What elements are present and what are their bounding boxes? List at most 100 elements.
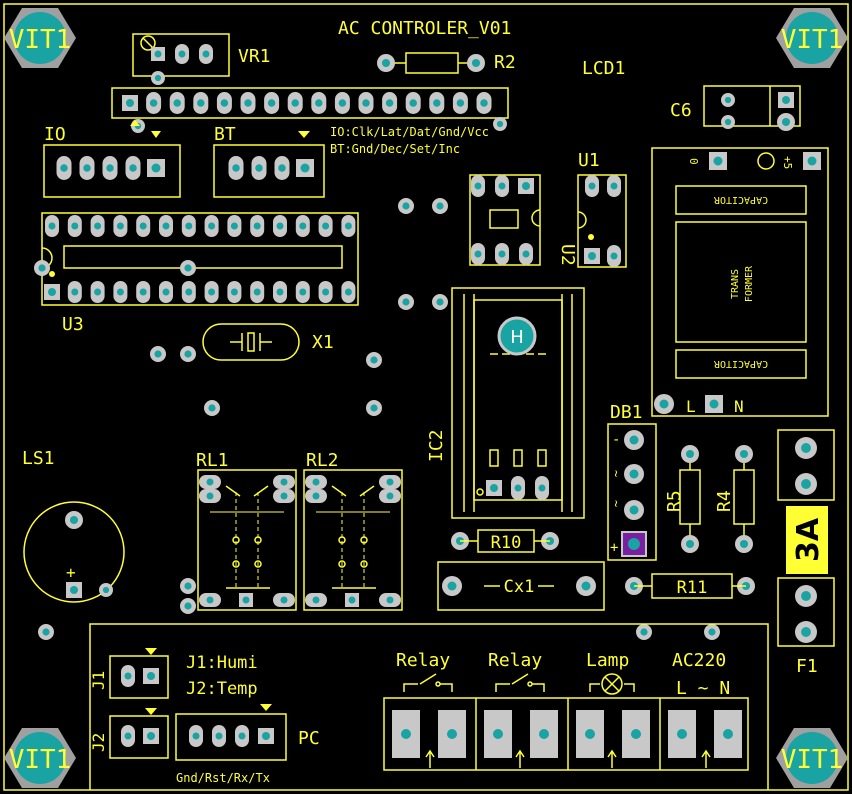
pad-hole (69, 515, 79, 525)
pad-hole (184, 264, 192, 272)
pad-hole (685, 449, 695, 459)
pad-hole (348, 596, 356, 604)
board-title: AC CONTROLER_V01 (338, 18, 511, 39)
pad-hole (116, 288, 124, 296)
output-5-label: +5 (781, 156, 794, 169)
pad-hole (322, 222, 330, 230)
io-connector: IO (43, 120, 181, 198)
pad-hole (807, 156, 817, 166)
pad-hole (315, 99, 323, 107)
pad-hole (370, 356, 378, 364)
pad-hole (220, 99, 229, 107)
pad-hole (539, 729, 549, 739)
pad-hole (629, 435, 639, 445)
pad-hole (312, 478, 320, 486)
r4-refdes: R4 (714, 490, 735, 512)
pad-hole (724, 96, 732, 104)
pad-hole (147, 732, 155, 740)
pad-hole (126, 99, 134, 107)
pad-hole (208, 288, 216, 296)
pad-hole (129, 164, 137, 172)
pad-hole (610, 252, 618, 260)
pad-hole (522, 250, 530, 258)
f1-fuse: 3A F1 (777, 429, 835, 677)
pad-hole (206, 596, 214, 604)
pad-hole (184, 582, 192, 590)
pad-hole (267, 99, 276, 107)
mount-label: VIT1 (9, 745, 72, 775)
u3-refdes: U3 (62, 314, 84, 335)
pad-hole (94, 288, 102, 296)
r5-resistor: R5 (664, 454, 701, 544)
pad-hole (162, 222, 170, 230)
pad-hole (154, 74, 162, 82)
pad-hole (344, 288, 352, 296)
pad-hole (71, 288, 79, 296)
pad-hole (344, 222, 352, 230)
pad-hole (124, 672, 132, 680)
c6-refdes: C6 (670, 100, 692, 121)
pad-hole (739, 539, 749, 549)
pad-hole (278, 164, 286, 172)
pad-hole (447, 729, 457, 739)
capacitor-top-label: CAPACITOR (713, 194, 768, 205)
pad-hole (409, 99, 417, 107)
pad-hole (370, 404, 378, 412)
pad-hole (300, 163, 310, 173)
transformer-module: CAPACITOR TRANS FORMER CAPACITOR 0 +5 L … (34, 147, 829, 640)
pc-pin-note: Gnd/Rst/Rx/Tx (176, 771, 270, 785)
terminal-block: Relay Relay Lamp AC220 L ~ N (121, 650, 749, 771)
pad-hole (713, 156, 723, 166)
pad-hole (232, 164, 240, 172)
pad-hole (154, 50, 162, 58)
pad-hole (801, 443, 811, 453)
pad-hole (299, 288, 307, 296)
vr1-potentiometer: VR1 (132, 33, 271, 85)
j1-description: J1:Humi (186, 653, 258, 673)
rl2-relay: RL2 (303, 450, 403, 611)
pc-refdes: PC (298, 728, 320, 749)
pad-hole (42, 628, 50, 636)
pad-hole (206, 492, 214, 500)
pad-hole (276, 288, 284, 296)
terminal-arrow (607, 749, 617, 768)
pad-hole (402, 202, 410, 210)
pad-hole (83, 164, 91, 172)
rl1-refdes: RL1 (196, 450, 229, 471)
pad-hole (474, 250, 482, 258)
pad-hole (585, 729, 595, 739)
transformer-label-1: TRANS (730, 269, 741, 299)
pad-hole (124, 732, 132, 740)
pad-hole (262, 732, 270, 740)
pad-hole (242, 596, 250, 604)
pad-hole (276, 222, 284, 230)
mount-label: VIT1 (9, 25, 72, 55)
pad-hole (801, 479, 811, 489)
pad-hole (208, 404, 216, 412)
pad-hole (255, 164, 263, 172)
transformer-label-2: FORMER (744, 265, 755, 302)
pad-hole (433, 99, 441, 107)
pad-hole (739, 449, 749, 459)
pad-hole (490, 484, 498, 492)
j2-refdes: J2 (89, 733, 108, 752)
pad-hole (238, 732, 246, 740)
pad-hole (149, 99, 158, 107)
pad-hole (709, 399, 719, 409)
j1-connector: J1 J1:Humi (89, 648, 258, 699)
ic2-regulator: H IC2 (426, 287, 585, 519)
pad-hole (173, 99, 181, 107)
pad-hole (629, 469, 639, 479)
pad-hole (496, 120, 504, 128)
pad-hole (184, 350, 192, 358)
r10-resistor: R10 (460, 529, 550, 553)
pad-hole (147, 672, 155, 680)
pad-hole (723, 729, 733, 739)
pad-hole (230, 288, 238, 296)
pad-hole (640, 628, 648, 636)
pad-hole (631, 729, 641, 739)
pad-hole (154, 350, 162, 358)
mount-hole-top-left: VIT1 (4, 8, 76, 68)
pad-hole (48, 222, 56, 230)
pad-hole (299, 222, 307, 230)
